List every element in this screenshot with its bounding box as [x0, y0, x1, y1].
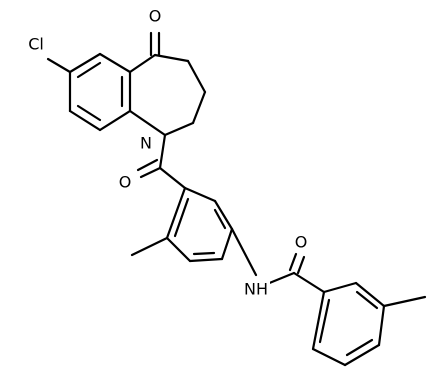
ring-nitrogen-label: N — [140, 134, 152, 153]
atom-label-layer: Cl O N O NH O — [24, 6, 309, 299]
carbonyl-oxygen-atom: O — [117, 172, 133, 192]
amide-nitrogen-atom: NH — [242, 279, 270, 299]
amide-oxygen-label: O — [295, 233, 308, 252]
chlorine-atom: Cl — [24, 34, 48, 54]
amide-oxygen-atom: O — [293, 232, 309, 252]
ring-nitrogen-atom: N — [138, 133, 154, 153]
chlorine-label: Cl — [28, 35, 44, 54]
carbonyl-oxygen-label: O — [119, 173, 132, 192]
ketone-oxygen-atom: O — [147, 6, 163, 26]
amide-nitrogen-label: NH — [244, 280, 268, 299]
bond-layer — [46, 31, 427, 367]
ketone-oxygen-label: O — [149, 7, 162, 26]
